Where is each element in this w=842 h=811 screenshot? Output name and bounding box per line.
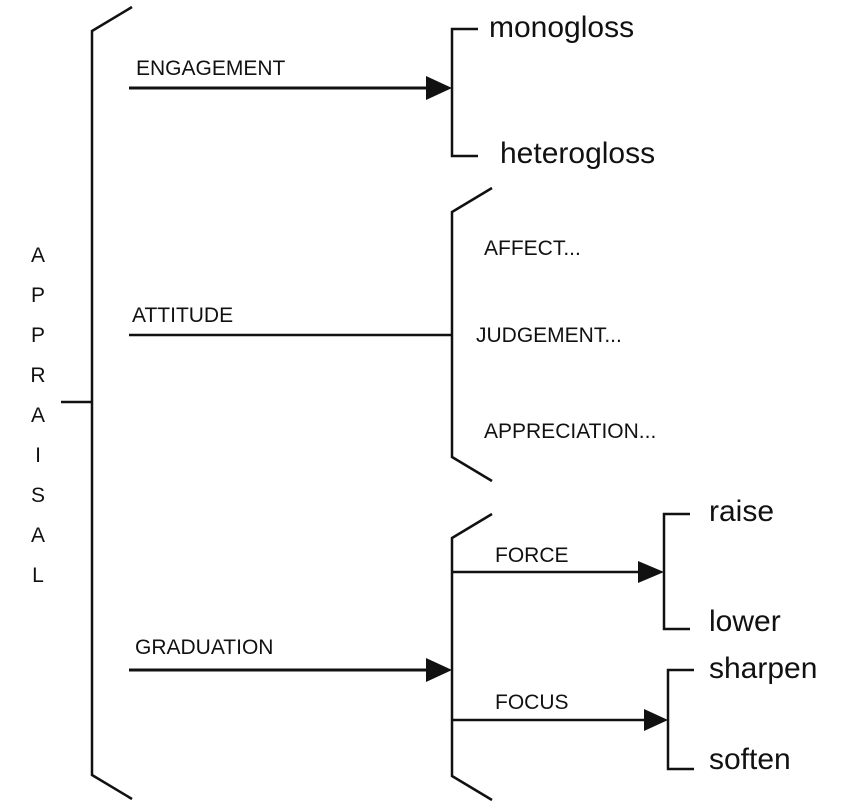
option-heterogloss: heterogloss <box>500 137 656 170</box>
focus-options-bracket <box>666 668 694 771</box>
graduation-label: GRADUATION <box>135 636 274 659</box>
option-judgement: JUDGEMENT... <box>476 324 622 347</box>
option-raise: raise <box>709 495 775 528</box>
appraisal-letter: P <box>30 284 45 307</box>
option-soften: soften <box>709 743 791 776</box>
appraisal-letter: A <box>30 244 45 267</box>
focus-label: FOCUS <box>495 691 569 714</box>
appraisal-letter: L <box>32 564 44 587</box>
force-label: FORCE <box>495 544 569 567</box>
appraisal-letter: A <box>30 524 45 547</box>
attitude-options-bracket <box>450 186 493 483</box>
option-appreciation: APPRECIATION... <box>484 420 657 443</box>
appraisal-letter: S <box>30 484 45 507</box>
appraisal-bracket <box>90 5 133 801</box>
option-affect: AFFECT... <box>484 237 581 260</box>
attitude-label: ATTITUDE <box>132 304 234 327</box>
engagement-arrowhead <box>426 76 452 100</box>
graduation-arrowhead <box>426 658 452 682</box>
appraisal-label: A P P R A I S A L <box>28 236 48 596</box>
engagement-options-bracket <box>450 27 478 158</box>
appraisal-letter: I <box>35 444 41 467</box>
engagement-label: ENGAGEMENT <box>136 57 286 80</box>
option-sharpen: sharpen <box>709 652 818 685</box>
appraisal-letter: P <box>30 324 45 347</box>
force-arrowhead <box>638 561 664 583</box>
appraisal-letter: A <box>30 404 45 427</box>
graduation-subsystems-bracket <box>450 512 493 802</box>
option-lower: lower <box>709 605 781 638</box>
force-options-bracket <box>662 512 690 631</box>
appraisal-letter: R <box>30 364 46 387</box>
focus-arrowhead <box>644 709 668 731</box>
option-monogloss: monogloss <box>489 11 635 44</box>
